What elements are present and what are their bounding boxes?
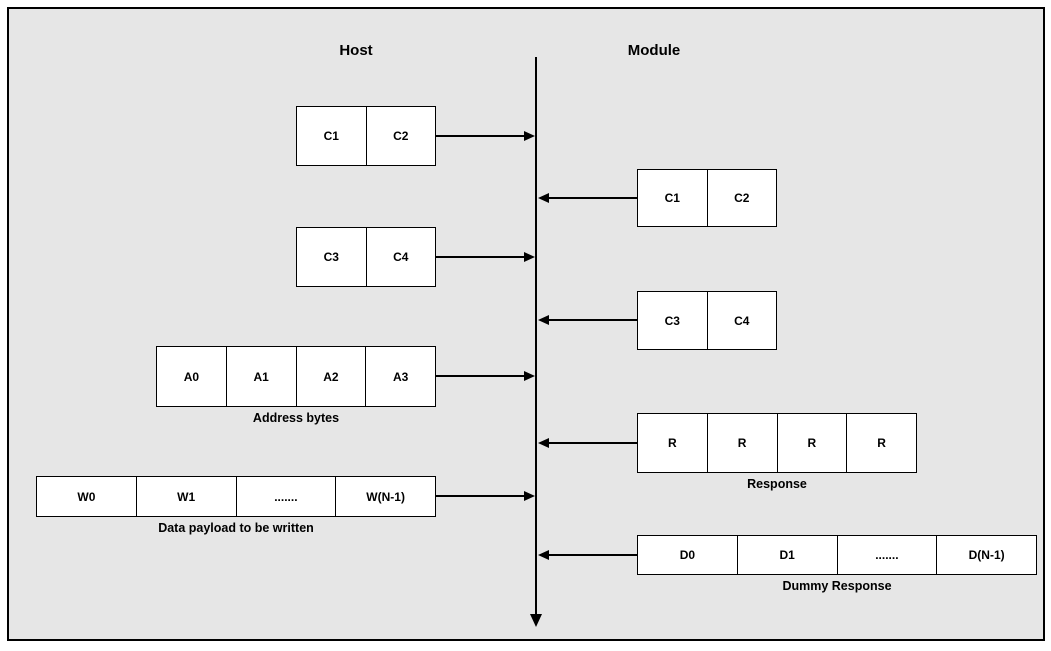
byte-cell: C1 xyxy=(638,170,708,226)
module-column-label: Module xyxy=(627,42,681,59)
byte-cell: C2 xyxy=(707,170,776,226)
byte-cell: R xyxy=(707,414,778,472)
byte-cell: D(N-1) xyxy=(937,536,1036,574)
module-to-host-arrow-4 xyxy=(538,550,637,560)
byte-cell: C4 xyxy=(707,292,776,349)
host-address-bytes-box: A0 A1 A2 A3 xyxy=(156,346,436,407)
byte-cell-ellipsis: ....... xyxy=(837,536,938,574)
module-to-host-arrow-1 xyxy=(538,193,637,203)
host-to-module-arrow-2 xyxy=(436,252,535,262)
byte-cell: R xyxy=(847,414,916,472)
module-dummy-response-box: D0 D1 ....... D(N-1) xyxy=(637,535,1037,575)
module-command-echo-2-box: C3 C4 xyxy=(637,291,777,350)
byte-cell: A0 xyxy=(157,347,227,406)
timeline-line xyxy=(535,57,537,615)
byte-cell: R xyxy=(638,414,708,472)
byte-cell: C3 xyxy=(297,228,367,286)
dummy-response-label: Dummy Response xyxy=(782,579,892,593)
byte-cell: A1 xyxy=(226,347,297,406)
host-to-module-arrow-1 xyxy=(436,131,535,141)
timeline-arrow-down-icon xyxy=(530,614,542,627)
diagram-frame: Host Module C1 C2 C3 C4 A0 A1 A2 A3 Addr… xyxy=(7,7,1045,641)
host-column-label: Host xyxy=(339,42,373,59)
byte-cell-ellipsis: ....... xyxy=(236,477,337,516)
byte-cell: R xyxy=(777,414,848,472)
byte-cell: C4 xyxy=(366,228,435,286)
host-write-payload-box: W0 W1 ....... W(N-1) xyxy=(36,476,436,517)
host-command-bytes-1-box: C1 C2 xyxy=(296,106,436,166)
module-command-echo-1-box: C1 C2 xyxy=(637,169,777,227)
byte-cell: W(N-1) xyxy=(336,477,435,516)
module-to-host-arrow-3 xyxy=(538,438,637,448)
host-to-module-arrow-4 xyxy=(436,491,535,501)
byte-cell: C3 xyxy=(638,292,708,349)
address-bytes-label: Address bytes xyxy=(252,411,340,425)
byte-cell: D0 xyxy=(638,536,738,574)
byte-cell: D1 xyxy=(737,536,838,574)
host-to-module-arrow-3 xyxy=(436,371,535,381)
byte-cell: A2 xyxy=(296,347,367,406)
response-label: Response xyxy=(747,477,807,491)
byte-cell: A3 xyxy=(366,347,435,406)
write-payload-label: Data payload to be written xyxy=(158,521,314,535)
module-response-box: R R R R xyxy=(637,413,917,473)
byte-cell: W1 xyxy=(136,477,237,516)
byte-cell: C1 xyxy=(297,107,367,165)
byte-cell: W0 xyxy=(37,477,137,516)
host-command-bytes-2-box: C3 C4 xyxy=(296,227,436,287)
module-to-host-arrow-2 xyxy=(538,315,637,325)
byte-cell: C2 xyxy=(366,107,435,165)
